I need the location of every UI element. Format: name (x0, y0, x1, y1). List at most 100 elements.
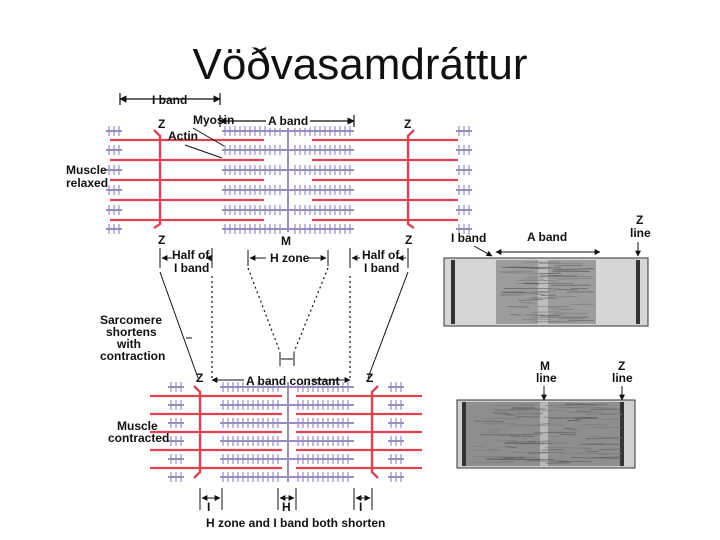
micrograph-streak (587, 457, 622, 460)
micro-z2-line-label-1: Z (618, 359, 625, 373)
half-i-band-left-dimension (159, 248, 213, 268)
connector-lines (159, 267, 409, 379)
micrograph-streak (585, 437, 623, 440)
micro-a-band-label: A band (527, 230, 567, 244)
actin-label: Actin (168, 129, 198, 143)
micrograph-streak (495, 409, 528, 412)
i-band-dimension (119, 93, 221, 105)
micrograph-streak (498, 270, 534, 273)
micro-z-line-label-1: Z (636, 213, 643, 227)
z-right-bottom-label: Z (405, 233, 412, 247)
micrograph-streak (495, 440, 518, 442)
micro-m-line-label-1: M (540, 359, 550, 373)
micrograph-streak (508, 306, 529, 308)
micrograph-streak (555, 312, 588, 315)
micrograph-streak (545, 275, 592, 278)
muscle-relaxed-line2: relaxed (66, 176, 108, 190)
z-left-label: Z (158, 117, 165, 131)
micrograph-streak (582, 424, 608, 426)
micrograph-streak (519, 301, 537, 304)
muscle-contracted-line2: contracted (108, 431, 169, 445)
micrograph-streak (567, 419, 582, 422)
h-zone-label: H zone (270, 251, 310, 265)
a-band-label-top: A band (268, 114, 308, 128)
z-contracted-left-label: Z (196, 371, 203, 385)
micrograph-streak (468, 461, 514, 463)
micrograph-streak (564, 428, 576, 430)
muscle-contracted-line1: Muscle (117, 419, 158, 433)
micrograph-streak (505, 446, 517, 449)
m-label: M (281, 234, 291, 248)
micrograph-streak (540, 290, 556, 292)
micrograph-streak (538, 272, 561, 275)
i-band-label-top: I band (152, 93, 187, 107)
micrograph-streak (510, 314, 521, 316)
micrograph-streak (558, 317, 586, 320)
micrograph-streak (534, 431, 576, 434)
i-small-right-label: I (359, 500, 362, 514)
micrograph-streak (599, 448, 623, 451)
micrograph-streak (530, 293, 545, 295)
micrograph-streak (524, 282, 574, 285)
micrograph-streak (520, 404, 535, 406)
sarcomere-shortens-line4: contraction (100, 349, 165, 363)
micrograph-contracted (456, 399, 636, 469)
micrograph-streak (567, 411, 604, 413)
micro-i-band-label: I band (451, 231, 486, 245)
micrograph-streak (530, 440, 551, 443)
micrograph-streak (518, 299, 543, 301)
slide-title: Vöðvasamdráttur (192, 40, 528, 89)
micrograph-streak (493, 404, 526, 407)
micrograph-streak (519, 456, 535, 459)
micro-m-line-label-2: line (536, 371, 557, 385)
micrograph-streak (521, 433, 543, 436)
micrograph-streak (553, 268, 595, 271)
half-i-right-line1: Half of (362, 248, 400, 262)
micrograph-streak (554, 288, 578, 291)
z-left-bottom-label: Z (158, 233, 165, 247)
micrograph-streak (541, 449, 565, 451)
micrograph-streak (500, 291, 527, 294)
micrograph-streak (561, 274, 578, 277)
half-i-band-right-dimension (349, 248, 409, 268)
h-zone-dimension (247, 250, 329, 266)
a-band-constant-label: A band constant (246, 374, 340, 388)
micrograph-relaxed (443, 257, 649, 327)
h-small-label: H (282, 500, 291, 514)
micrograph-streak (488, 461, 516, 463)
contracted-sarcomere (150, 382, 422, 482)
micrograph-streak (557, 460, 593, 463)
micrograph-streak (524, 314, 545, 316)
i-small-left-label: I (207, 500, 210, 514)
micrograph-streak (566, 407, 612, 409)
micrograph-streak (557, 277, 594, 280)
micrograph-streak (576, 410, 592, 413)
micrograph-streak (537, 423, 550, 425)
micro-z2-line-label-2: line (612, 371, 633, 385)
micrograph-streak (599, 418, 623, 420)
micrograph-streak (558, 433, 577, 436)
micrograph-streak (548, 295, 578, 298)
micrograph-streak (543, 416, 581, 419)
sarcomere-shortens-line1: Sarcomere (100, 313, 162, 327)
bottom-i-h-dimensions (199, 488, 373, 510)
half-i-left-line2: I band (174, 261, 209, 275)
micro-z-line-label-2: line (630, 226, 651, 240)
micrograph-streak (501, 293, 531, 295)
micrograph-streak (576, 447, 593, 450)
micrograph-streak (579, 405, 603, 408)
myosin-label: Myosin (193, 113, 234, 127)
micrograph-streak (566, 403, 608, 406)
micrograph-streak (590, 436, 623, 438)
z-contracted-right-label: Z (366, 371, 373, 385)
micrograph-streak (553, 269, 587, 272)
sarcomere-shortens-line2: shortens (106, 325, 157, 339)
half-i-right-line2: I band (364, 261, 399, 275)
sarcomere-shortens-line3: with (116, 337, 141, 351)
micrograph-streak (497, 413, 543, 415)
bottom-note: H zone and I band both shorten (206, 516, 385, 530)
micrograph-streak (487, 449, 501, 451)
micrograph-streak (527, 452, 547, 454)
z-right-label: Z (404, 117, 411, 131)
